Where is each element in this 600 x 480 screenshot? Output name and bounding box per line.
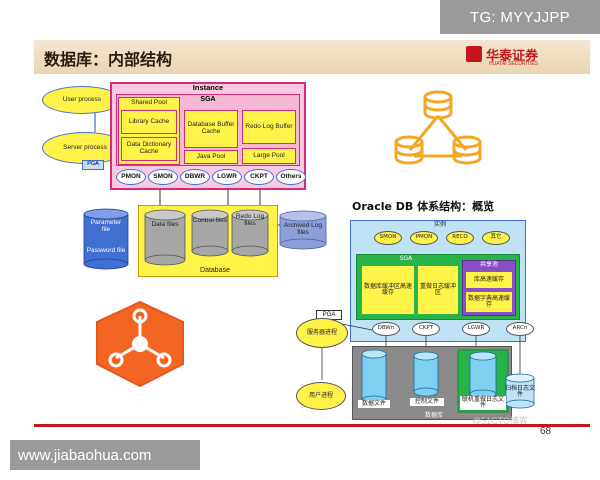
large-pool: Large Pool bbox=[242, 148, 296, 164]
process-dbwr: DBWR bbox=[180, 169, 210, 185]
process-smon: SMON bbox=[148, 169, 178, 185]
data-dictionary-cache: Data Dictionary Cache bbox=[121, 137, 177, 161]
slide-title: 数据库：内部结构 bbox=[44, 50, 173, 69]
rd-user-process: 用户进程 bbox=[296, 382, 346, 410]
rd-db-buffer-cache: 数据库缓冲区高速缓存 bbox=[362, 266, 414, 314]
library-cache: Library Cache bbox=[121, 110, 177, 134]
rd-library-cache: 库高速缓存 bbox=[466, 272, 512, 288]
parameter-file-label: Parameter file bbox=[90, 219, 122, 233]
rd-process-2: RECO bbox=[446, 231, 474, 245]
rd-dictionary-cache: 数据字典高速缓存 bbox=[466, 292, 512, 312]
archived-log-files-label: Archived Log files bbox=[284, 222, 322, 236]
sga-label: SGA bbox=[200, 96, 216, 104]
brand-logo-icon bbox=[466, 46, 482, 62]
watermark-top: TG: MYYJJPP bbox=[440, 0, 600, 34]
rd-control-file: 控制文件 bbox=[410, 398, 444, 406]
process-lgwr: LGWR bbox=[212, 169, 242, 185]
footer-rule bbox=[34, 424, 590, 427]
rd-data-file: 数据文件 bbox=[358, 400, 390, 408]
control-files-label: Control files bbox=[192, 216, 228, 224]
process-ckpt: CKPT bbox=[244, 169, 274, 185]
rd-bottom-process-ckpt: CKPT bbox=[412, 322, 440, 336]
rd-redo-log-buffer: 重做日志缓冲区 bbox=[418, 266, 458, 314]
page-number: 68 bbox=[540, 426, 552, 437]
password-file-label: Password file bbox=[86, 246, 126, 254]
rd-process-1: PMON bbox=[410, 231, 438, 245]
instance-label: Instance bbox=[192, 82, 224, 92]
brand-name: 华泰证券 bbox=[486, 49, 539, 64]
pga-label: PGA bbox=[82, 160, 104, 170]
faint-watermark: @51CTO博客 bbox=[472, 416, 528, 426]
rd-server-process: 服务器进程 bbox=[296, 318, 348, 348]
title-bar bbox=[34, 40, 590, 74]
rd-sga-label: SGA bbox=[399, 254, 413, 262]
shared-pool-label: Shared Pool bbox=[131, 98, 167, 106]
rd-process-3: 其它 bbox=[482, 231, 510, 245]
rd-shared-pool-label: 共享池 bbox=[479, 260, 498, 268]
database-buffer-cache: Database Buffer Cache bbox=[184, 110, 238, 148]
rd-bottom-process-lgwr: LGWR bbox=[462, 322, 490, 336]
database-label: Database bbox=[200, 266, 230, 274]
rd-process-0: SMON bbox=[374, 231, 402, 245]
rd-redo-file: 联机重做日志文件 bbox=[460, 395, 506, 410]
data-files-label: Data files bbox=[151, 220, 179, 228]
java-pool: Java Pool bbox=[184, 150, 238, 164]
process-others: Others bbox=[276, 169, 306, 185]
brand-subtitle: HUATAI SECURITIES bbox=[489, 61, 538, 67]
rd-bottom-process-arcn: ARCn bbox=[506, 322, 534, 336]
watermark-bottom: www.jiabaohua.com bbox=[10, 440, 200, 470]
user-process: User process bbox=[42, 86, 122, 114]
process-pmon: PMON bbox=[116, 169, 146, 185]
rd-archive-files: 归档日志文件 bbox=[504, 384, 535, 398]
redo-log-files-label: Redo Log files bbox=[235, 213, 265, 227]
rd-bottom-process-dbwn: DBWn bbox=[372, 322, 400, 336]
right-diagram-heading: Oracle DB 体系结构：概览 bbox=[352, 200, 495, 213]
redo-log-buffer: Redo Log Buffer bbox=[242, 110, 296, 144]
rd-instance-label: 实例 bbox=[433, 220, 446, 228]
rd-database-label: 数据库 bbox=[424, 411, 443, 419]
